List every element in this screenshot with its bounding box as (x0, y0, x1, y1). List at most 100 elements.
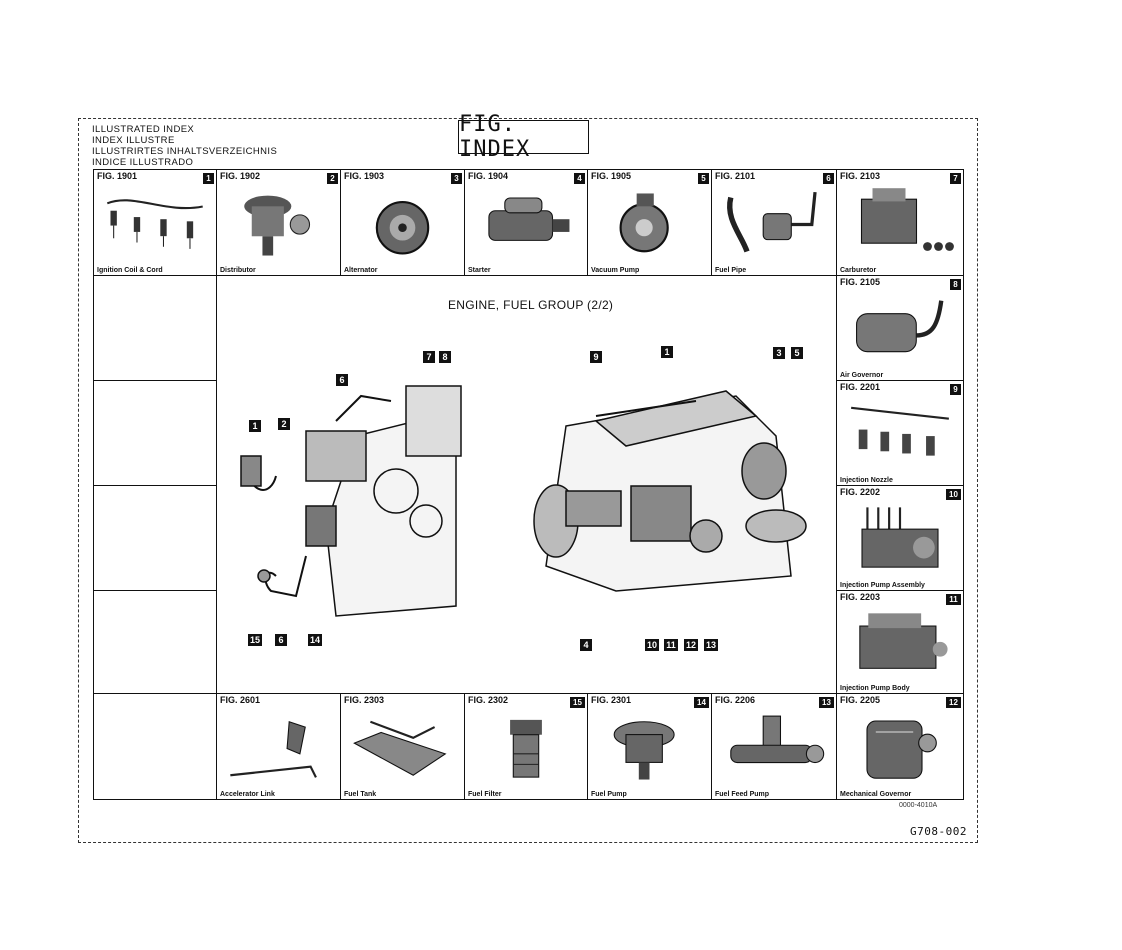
fig-1902-cell[interactable]: FIG. 1902 2 Distributor (216, 169, 341, 276)
fig-caption: Carburetor (840, 267, 877, 274)
fig-1904-cell[interactable]: FIG. 1904 4 Starter (464, 169, 588, 276)
diagram-callout: 1 (661, 346, 673, 358)
diagram-callout: 14 (308, 634, 322, 646)
fig-2101-cell[interactable]: FIG. 2101 6 Fuel Pipe (711, 169, 837, 276)
fig-2303-cell[interactable]: FIG. 2303 Fuel Tank (340, 693, 465, 800)
fig-number: FIG. 2105 (840, 277, 881, 287)
empty-cell (93, 693, 217, 800)
carburetor-icon (845, 186, 955, 263)
header-line: ILLUSTRATED INDEX (92, 124, 195, 135)
fig-number: FIG. 2201 (840, 382, 881, 392)
index-number: 10 (946, 489, 961, 500)
diagram-callout: 1 (249, 420, 261, 432)
index-number: 13 (819, 697, 834, 708)
diagram-callout: 2 (278, 418, 290, 430)
fig-caption: Fuel Pump (591, 791, 627, 798)
diagram-callout: 11 (664, 639, 678, 651)
index-number: 5 (698, 173, 709, 184)
index-number: 1 (203, 173, 214, 184)
fig-caption: Alternator (344, 267, 378, 274)
distributor-icon (225, 186, 332, 263)
diagram-callout: 6 (336, 374, 348, 386)
fig-2205-cell[interactable]: FIG. 2205 12 Mechanical Governor (836, 693, 964, 800)
diagram-callout: 9 (590, 351, 602, 363)
fig-2302-cell[interactable]: FIG. 2302 15 Fuel Filter (464, 693, 588, 800)
vacuum-pump-icon (596, 186, 703, 263)
fuel-pump-icon (596, 710, 703, 787)
fig-caption: Ignition Coil & Cord (97, 267, 163, 274)
fig-1903-cell[interactable]: FIG. 1903 3 Alternator (340, 169, 465, 276)
fig-caption: Accelerator Link (220, 791, 275, 798)
fig-number: FIG. 2203 (840, 592, 881, 602)
fig-2601-cell[interactable]: FIG. 2601 Accelerator Link (216, 693, 341, 800)
index-number: 7 (950, 173, 961, 184)
header-line: INDICE ILLUSTRADO (92, 157, 194, 168)
accelerator-link-icon (225, 710, 332, 787)
fig-caption: Starter (468, 267, 491, 274)
fig-number: FIG. 2101 (715, 171, 756, 181)
fig-caption: Injection Pump Body (840, 685, 910, 692)
fuel-tank-icon (349, 710, 456, 787)
index-number: 11 (946, 594, 961, 605)
fig-caption: Fuel Pipe (715, 267, 747, 274)
diagram-title: ENGINE, FUEL GROUP (2/2) (448, 298, 614, 312)
index-number: 8 (950, 279, 961, 290)
index-number: 12 (946, 697, 961, 708)
fig-number: FIG. 2202 (840, 487, 881, 497)
fig-number: FIG. 1901 (97, 171, 138, 181)
fig-2201-cell[interactable]: FIG. 2201 9 Injection Nozzle (836, 380, 964, 486)
fig-caption: Fuel Feed Pump (715, 791, 770, 798)
index-sheet (78, 118, 978, 843)
diagram-callout: 12 (684, 639, 698, 651)
header-line: INDEX ILLUSTRE (92, 135, 175, 146)
fig-number: FIG. 2205 (840, 695, 881, 705)
fig-number: FIG. 1902 (220, 171, 261, 181)
diagram-callout: 15 (248, 634, 262, 646)
empty-cell (93, 275, 217, 381)
air-governor-icon (845, 292, 955, 368)
mechanical-governor-icon (845, 710, 955, 787)
fig-2105-cell[interactable]: FIG. 2105 8 Air Governor (836, 275, 964, 381)
fig-2206-cell[interactable]: FIG. 2206 13 Fuel Feed Pump (711, 693, 837, 800)
fig-caption: Mechanical Governor (840, 791, 912, 798)
diagram-callout: 8 (439, 351, 451, 363)
sheet-code: G708-002 (910, 825, 967, 838)
fig-number: FIG. 2301 (591, 695, 632, 705)
alternator-icon (349, 186, 456, 263)
fig-caption: Injection Pump Assembly (840, 582, 925, 589)
injection-nozzle-icon (845, 397, 955, 473)
injection-pump-assembly-icon (845, 502, 955, 578)
fig-2202-cell[interactable]: FIG. 2202 10 Injection Pump Assembly (836, 485, 964, 591)
fig-number: FIG. 1903 (344, 171, 385, 181)
small-code: 0000-4010A (899, 802, 938, 809)
index-number: 15 (570, 697, 585, 708)
fig-caption: Air Governor (840, 372, 884, 379)
index-number: 2 (327, 173, 338, 184)
diagram-callout: 13 (704, 639, 718, 651)
fig-2301-cell[interactable]: FIG. 2301 14 Fuel Pump (587, 693, 712, 800)
injection-pump-body-icon (845, 607, 955, 681)
fig-number: FIG. 2302 (468, 695, 509, 705)
index-number: 3 (451, 173, 462, 184)
engine-diagram (240, 385, 807, 617)
empty-cell (93, 590, 217, 694)
fuel-feed-pump-icon (720, 710, 828, 787)
header-line: ILLUSTRIRTES INHALTSVERZEICHNIS (92, 146, 278, 157)
diagram-callout: 5 (791, 347, 803, 359)
empty-cell (93, 485, 217, 591)
fig-1905-cell[interactable]: FIG. 1905 5 Vacuum Pump (587, 169, 712, 276)
diagram-callout: 10 (645, 639, 659, 651)
engine-side-view (240, 385, 462, 617)
fig-number: FIG. 2601 (220, 695, 261, 705)
diagram-callout: 4 (580, 639, 592, 651)
coil-cord-icon (102, 186, 208, 263)
fig-1901-cell[interactable]: FIG. 1901 1 Ignition Coil & Cord (93, 169, 217, 276)
fig-number: FIG. 2206 (715, 695, 756, 705)
index-header: ILLUSTRATED INDEX INDEX ILLUSTRE ILLUSTR… (92, 124, 277, 168)
fig-index-badge: FIG. INDEX (458, 112, 589, 162)
fig-2103-cell[interactable]: FIG. 2103 7 Carburetor (836, 169, 964, 276)
diagram-callout: 3 (773, 347, 785, 359)
fig-2203-cell[interactable]: FIG. 2203 11 Injection Pump Body (836, 590, 964, 694)
empty-cell (93, 380, 217, 486)
fig-number: FIG. 1904 (468, 171, 509, 181)
